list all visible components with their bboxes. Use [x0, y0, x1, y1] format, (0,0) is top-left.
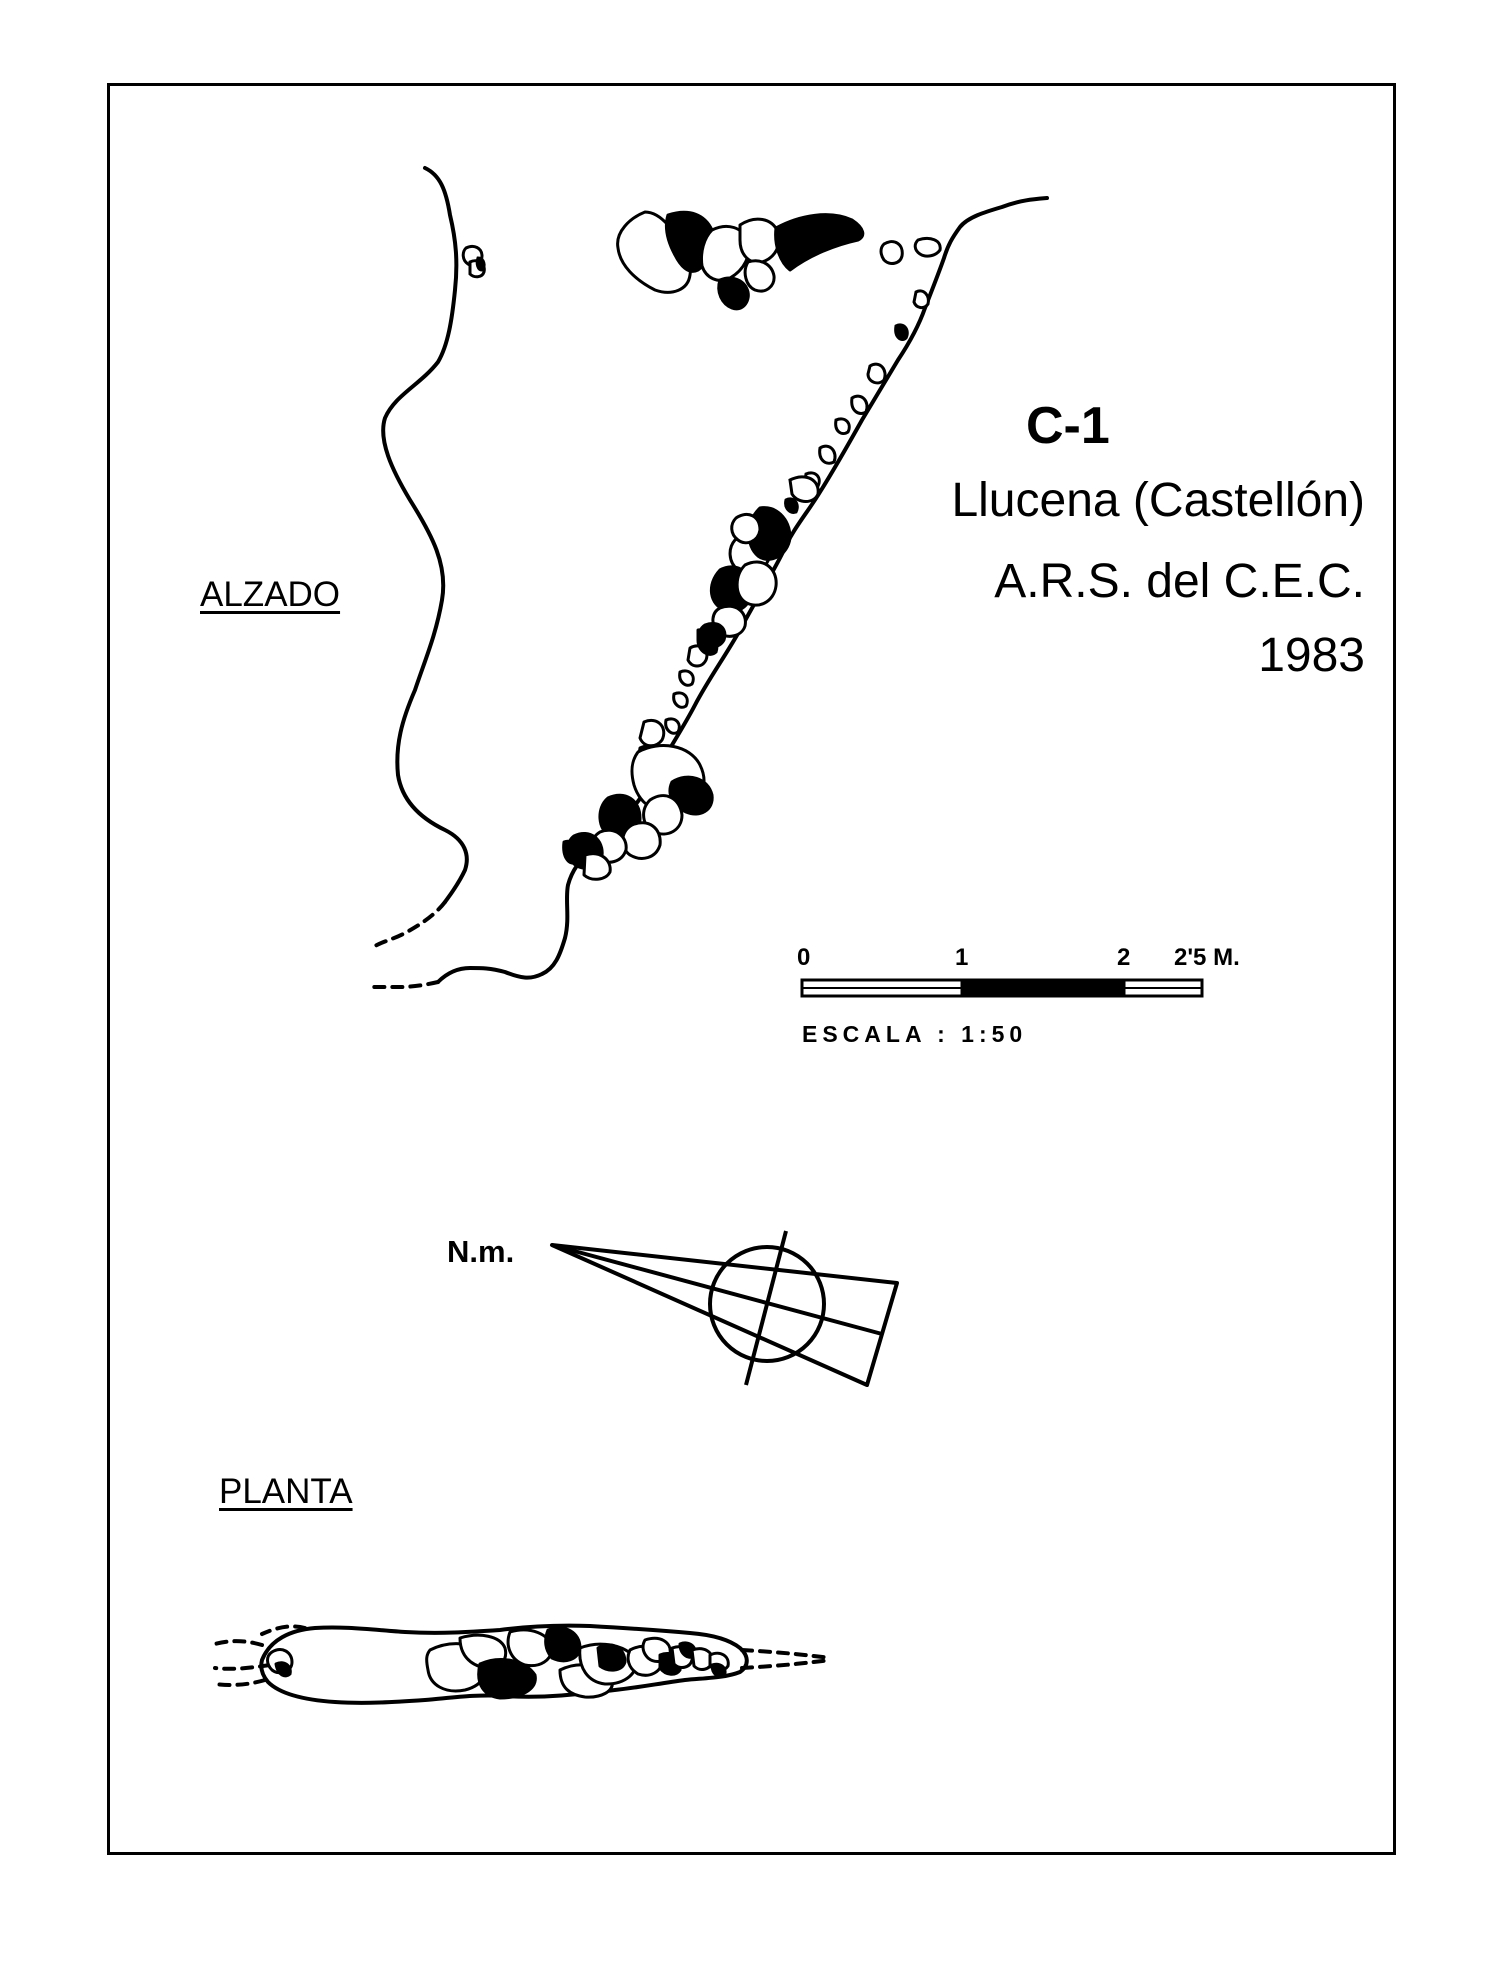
scale-tick-2-5: 2'5 M.	[1174, 944, 1240, 971]
elevation-small-rocks	[461, 236, 942, 279]
survey-authors: A.R.S. del C.E.C.	[994, 555, 1365, 608]
elevation-label: ALZADO	[200, 575, 341, 614]
plan-right-dashed-bottom	[740, 1658, 832, 1670]
plan-left-dashed-top	[213, 1639, 264, 1647]
north-arrow-circle	[708, 1245, 826, 1363]
elevation-lower-boulders	[562, 719, 714, 881]
plan-left-dashed-upper	[260, 1624, 307, 1636]
north-arrow-midline	[551, 1243, 883, 1336]
elevation-floor-dashed	[368, 980, 440, 989]
elevation-left-dashed	[370, 900, 447, 950]
plan-left-dashed-bottom	[213, 1678, 267, 1687]
plan-label: PLANTA	[219, 1472, 353, 1511]
scale-tick-0: 0	[797, 944, 811, 971]
north-arrow-graphic	[550, 1230, 899, 1387]
cave-code: C-1	[1026, 397, 1110, 455]
elevation-left-wall	[381, 166, 469, 904]
elevation-section	[368, 166, 1049, 989]
scale-caption: ESCALA : 1:50	[802, 1021, 1028, 1047]
elevation-mid-boulders	[664, 506, 792, 735]
plan-left-dashed-lower	[213, 1663, 272, 1671]
scale-tick-2: 2	[1117, 944, 1131, 971]
north-arrow-label: N.m.	[447, 1234, 515, 1269]
scale-tick-1: 1	[955, 944, 969, 971]
map-frame	[107, 83, 1396, 1855]
plan-boulders	[266, 1626, 730, 1700]
elevation-passage-blocks	[784, 289, 930, 514]
north-arrow-cross	[744, 1230, 788, 1386]
scale-segment-1-2	[960, 978, 1126, 998]
survey-year: 1983	[1258, 629, 1365, 682]
location-title: Llucena (Castellón)	[951, 474, 1365, 527]
plan-right-dashed-top	[740, 1648, 832, 1660]
elevation-top-boulders	[616, 210, 865, 311]
scale-bar-graphic	[800, 978, 1204, 998]
